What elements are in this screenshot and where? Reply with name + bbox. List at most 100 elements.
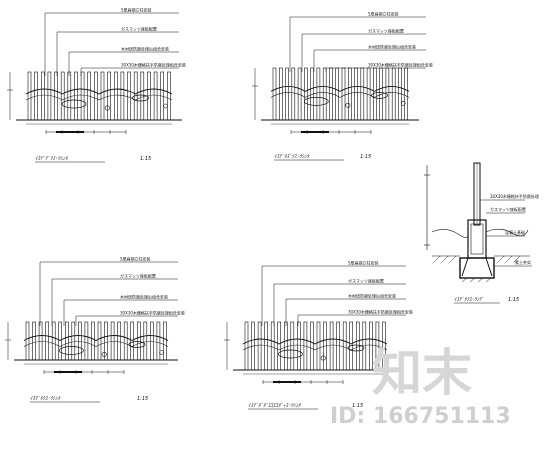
picket bbox=[130, 321, 134, 361]
picket bbox=[110, 321, 115, 361]
picket bbox=[163, 321, 167, 361]
elevation-caption: ｲｽﾃﾞﾀｸｽ･ｳｼﾝﾀ bbox=[30, 395, 61, 402]
picket bbox=[94, 71, 98, 121]
elevation-caption: ｲｽﾃﾞﾀﾞﾀﾞ口口ﾀﾞｨｽ･ｳｼﾝﾀ bbox=[248, 402, 301, 409]
callout-label: 木材烧防腐处理后组合安装 bbox=[121, 46, 169, 52]
picket bbox=[316, 321, 321, 371]
watermark-logo: 知末 bbox=[372, 344, 472, 402]
picket bbox=[60, 71, 65, 121]
fence-elevation-c bbox=[5, 261, 178, 374]
picket bbox=[285, 67, 289, 121]
elevation-scale: 1:15 bbox=[140, 156, 151, 162]
picket bbox=[25, 321, 30, 361]
picket bbox=[329, 321, 334, 371]
picket bbox=[27, 71, 32, 121]
picket bbox=[283, 321, 288, 371]
picket bbox=[347, 67, 352, 121]
picket bbox=[277, 321, 282, 371]
picket bbox=[127, 71, 131, 121]
watermark-id: ID: 166751113 bbox=[330, 404, 511, 429]
picket bbox=[97, 321, 102, 361]
picket bbox=[167, 71, 171, 121]
picket bbox=[54, 71, 58, 121]
fence-elevation-d bbox=[224, 265, 406, 384]
picket bbox=[74, 71, 78, 121]
picket bbox=[114, 71, 118, 121]
picket bbox=[373, 67, 377, 121]
fish-motif bbox=[347, 344, 365, 352]
picket bbox=[140, 71, 145, 121]
section-caption: ｲｽﾃﾞﾀｸｽ･ｳﾝﾃﾞ bbox=[454, 296, 485, 303]
picket bbox=[80, 71, 85, 121]
picket bbox=[270, 321, 275, 371]
picket bbox=[78, 321, 82, 361]
fence-elevation-a bbox=[7, 12, 182, 134]
picket bbox=[360, 67, 365, 121]
callout-label: 5厚扁钢立柱安装 bbox=[368, 11, 399, 17]
picket bbox=[264, 321, 268, 371]
picket bbox=[147, 71, 151, 121]
callout-label: 5厚扁钢立柱安装 bbox=[121, 7, 152, 13]
callout-label: ガスマッツ座板配置 bbox=[348, 278, 384, 284]
elevation-scale: 1:15 bbox=[352, 403, 363, 409]
fish-motif bbox=[303, 97, 329, 106]
picket bbox=[342, 321, 347, 371]
picket bbox=[67, 71, 72, 121]
picket bbox=[297, 321, 301, 371]
picket bbox=[391, 67, 396, 121]
picket bbox=[310, 321, 314, 371]
callout-label: ガスマッツ座板配置 bbox=[121, 26, 157, 32]
picket bbox=[291, 67, 296, 121]
fish-motif bbox=[132, 94, 149, 102]
section-callout-1: 30X30木栅格扶手防腐处理 bbox=[490, 193, 539, 199]
picket bbox=[117, 321, 121, 361]
fish-motif bbox=[61, 99, 87, 109]
picket bbox=[104, 321, 108, 361]
picket bbox=[153, 71, 158, 121]
elevation-caption: ｲｽﾃﾞﾀｽﾞｸｽ･ｳｼﾝﾀ bbox=[274, 153, 310, 160]
callout-label: 30X30木栅格扶手防腐处理组合安装 bbox=[121, 62, 186, 68]
callout-label: 30X30木栅格扶手防腐处理组合安装 bbox=[348, 309, 413, 315]
picket bbox=[278, 67, 283, 121]
picket bbox=[404, 67, 409, 121]
picket bbox=[32, 321, 36, 361]
callout-label: 5厚扁钢立柱安装 bbox=[120, 256, 151, 262]
picket bbox=[45, 321, 49, 361]
picket bbox=[91, 321, 95, 361]
callout-label: 30X30木栅格扶手防腐处理组合安装 bbox=[368, 62, 433, 68]
picket bbox=[156, 321, 161, 361]
callout-label: 木材烧防腐处理后组合安装 bbox=[368, 44, 416, 50]
picket bbox=[257, 321, 262, 371]
fish-motif bbox=[59, 346, 84, 355]
picket bbox=[316, 67, 321, 121]
callout-label: 木材烧防腐处理后组合安装 bbox=[348, 293, 396, 299]
picket bbox=[322, 67, 327, 121]
picket bbox=[40, 71, 45, 121]
callout-label: ガスマッツ座板配置 bbox=[120, 273, 156, 279]
callout-label: 木材烧防腐处理后组合安装 bbox=[120, 294, 168, 300]
picket bbox=[47, 71, 52, 121]
picket bbox=[355, 321, 360, 371]
picket bbox=[272, 67, 277, 121]
picket bbox=[336, 321, 340, 371]
section-callout-3: 混凝土基础 bbox=[505, 229, 525, 235]
elevation-scale: 1:15 bbox=[360, 154, 371, 160]
callout-label: 30X30木栅格扶手防腐处理组合安装 bbox=[120, 310, 185, 316]
elevation-caption: ｲｽﾃﾞﾃﾞｸｽ･ｳｼﾝﾀ bbox=[35, 155, 68, 162]
callout-label: 5厚扁钢立柱安装 bbox=[348, 260, 379, 266]
section-callout-4: 素土夯实 bbox=[515, 259, 531, 265]
picket bbox=[84, 321, 89, 361]
fish-motif bbox=[128, 341, 146, 348]
picket bbox=[335, 67, 340, 121]
callout-label: ガスマッツ座板配置 bbox=[368, 28, 404, 34]
picket bbox=[362, 321, 367, 371]
fish-motif bbox=[278, 349, 303, 359]
fish-motif bbox=[371, 92, 388, 99]
picket bbox=[290, 321, 295, 371]
section-callout-2: ガスマッツ座板配置 bbox=[490, 206, 526, 212]
elevation-scale: 1:15 bbox=[137, 396, 148, 402]
picket bbox=[58, 321, 63, 361]
fence-elevation-b bbox=[252, 16, 426, 134]
section-scale: 1:15 bbox=[508, 297, 519, 303]
